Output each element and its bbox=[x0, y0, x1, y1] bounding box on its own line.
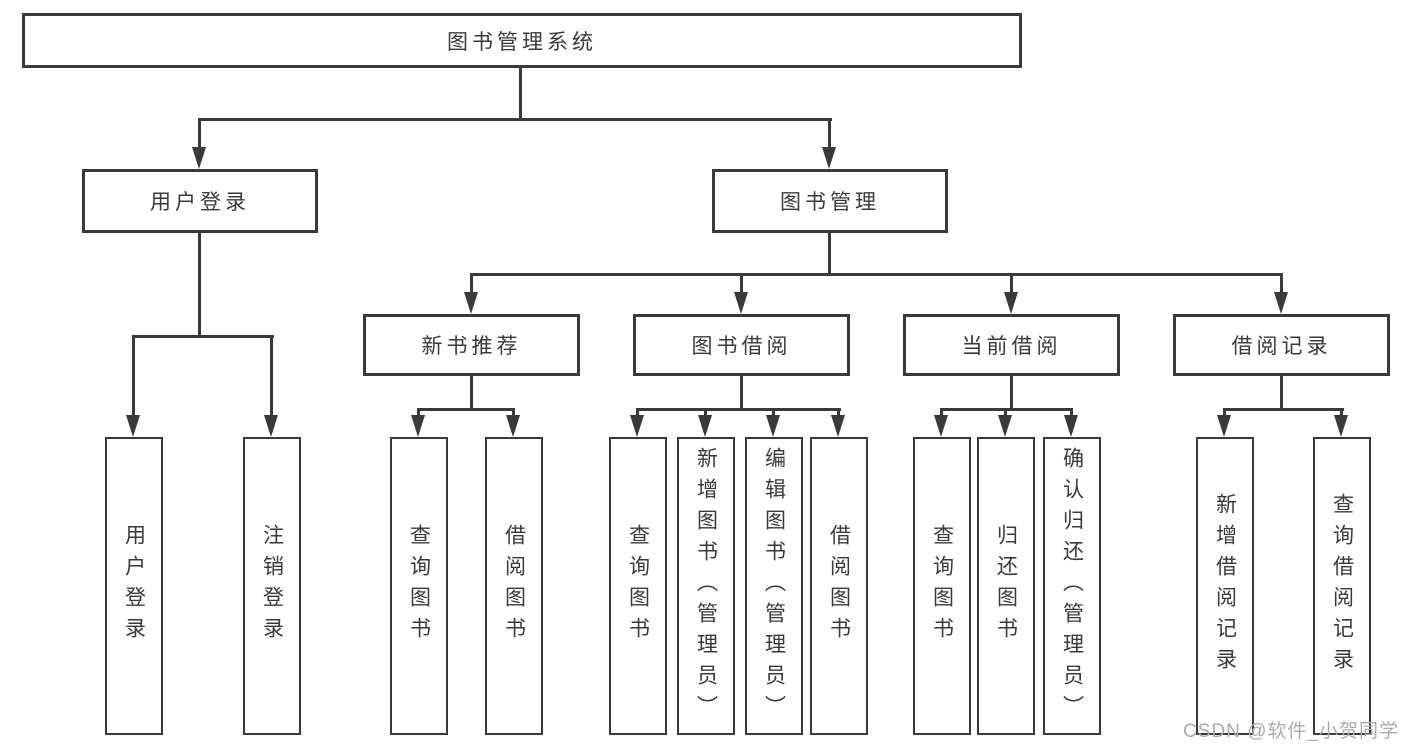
leaf-query-books-1: 查询图书 bbox=[390, 437, 448, 735]
connector-borrow-records-trunk bbox=[1280, 376, 1283, 408]
arrow-to-leaf-query-books-3 bbox=[934, 408, 948, 437]
leaf-borrow-books-2: 借阅图书 bbox=[810, 437, 868, 735]
leaf-label: 查询图书 bbox=[407, 524, 431, 648]
arrow-to-leaf-user-login bbox=[126, 335, 140, 437]
leaf-borrow-books-1: 借阅图书 bbox=[485, 437, 543, 735]
leaf-label: 查询图书 bbox=[626, 524, 650, 648]
leaf-query-books-3: 查询图书 bbox=[913, 437, 971, 735]
leaf-logout: 注销登录 bbox=[243, 437, 301, 735]
arrow-to-leaf-borrow-books-1 bbox=[506, 408, 520, 437]
leaf-label: 归还图书 bbox=[994, 524, 1018, 648]
connector-book-mgmt-branch bbox=[470, 273, 1283, 276]
leaf-confirm-return-admin: 确认归还（管理员） bbox=[1043, 437, 1101, 735]
arrow-to-leaf-query-books-2 bbox=[630, 408, 644, 437]
arrow-to-current-borrow bbox=[1004, 273, 1018, 314]
node-label: 当前借阅 bbox=[961, 335, 1062, 358]
node-label: 新书推荐 bbox=[421, 335, 522, 358]
leaf-user-login: 用户登录 bbox=[105, 437, 163, 735]
node-library-management-system: 图书管理系统 bbox=[22, 13, 1022, 68]
connector-root-trunk bbox=[519, 68, 522, 118]
leaf-label: 借阅图书 bbox=[502, 524, 526, 648]
leaf-query-books-2: 查询图书 bbox=[609, 437, 667, 735]
arrow-to-borrow-records bbox=[1274, 273, 1288, 314]
node-label: 图书管理 bbox=[780, 191, 880, 214]
arrow-to-book-borrow bbox=[734, 273, 748, 314]
node-label: 借阅记录 bbox=[1231, 335, 1332, 358]
arrow-to-leaf-query-record bbox=[1334, 408, 1348, 437]
connector-borrow-records-branch bbox=[1223, 408, 1344, 411]
connector-book-mgmt-trunk bbox=[828, 233, 831, 273]
arrow-to-leaf-borrow-books-2 bbox=[831, 408, 845, 437]
connector-current-borrow-trunk bbox=[1010, 376, 1013, 408]
connector-new-books-branch bbox=[417, 408, 515, 411]
leaf-label: 借阅图书 bbox=[827, 524, 851, 648]
arrow-to-new-books bbox=[464, 273, 478, 314]
node-label: 图书借阅 bbox=[691, 335, 792, 358]
arrow-to-leaf-add-record bbox=[1217, 408, 1231, 437]
arrow-to-leaf-edit-books bbox=[766, 408, 780, 437]
connector-book-borrow-trunk bbox=[740, 376, 743, 408]
leaf-label: 查询图书 bbox=[930, 524, 954, 648]
node-label: 用户登录 bbox=[150, 191, 250, 214]
leaf-edit-books-admin: 编辑图书（管理员） bbox=[745, 437, 803, 735]
connector-book-borrow-branch bbox=[636, 408, 841, 411]
arrow-to-leaf-add-books bbox=[698, 408, 712, 437]
node-label: 图书管理系统 bbox=[447, 30, 597, 54]
node-book-borrowing: 图书借阅 bbox=[633, 314, 850, 376]
watermark: CSDN @软件_小贺同学 bbox=[1183, 721, 1399, 742]
arrow-to-leaf-confirm-return bbox=[1064, 408, 1078, 437]
connector-user-login-trunk bbox=[198, 233, 201, 335]
leaf-return-books: 归还图书 bbox=[977, 437, 1035, 735]
arrow-to-user-login bbox=[192, 118, 206, 169]
leaf-label: 用户登录 bbox=[122, 524, 146, 648]
connector-new-books-trunk bbox=[470, 376, 473, 408]
leaf-label: 确认归还（管理员） bbox=[1060, 446, 1084, 726]
arrow-to-leaf-query-books-1 bbox=[411, 408, 425, 437]
arrow-to-leaf-return-books bbox=[998, 408, 1012, 437]
leaf-query-borrow-record: 查询借阅记录 bbox=[1313, 437, 1371, 735]
arrow-to-leaf-logout bbox=[264, 335, 278, 437]
node-current-borrowing: 当前借阅 bbox=[903, 314, 1120, 376]
node-new-book-recommend: 新书推荐 bbox=[363, 314, 580, 376]
arrow-to-book-management bbox=[822, 118, 836, 169]
leaf-label: 新增图书（管理员） bbox=[694, 446, 718, 726]
connector-user-login-branch bbox=[132, 335, 274, 338]
leaf-label: 查询借阅记录 bbox=[1330, 493, 1354, 679]
node-book-management: 图书管理 bbox=[712, 169, 948, 233]
node-user-login: 用户登录 bbox=[82, 169, 318, 233]
leaf-add-books-admin: 新增图书（管理员） bbox=[677, 437, 735, 735]
leaf-label: 新增借阅记录 bbox=[1213, 493, 1237, 679]
node-borrowing-records: 借阅记录 bbox=[1173, 314, 1390, 376]
leaf-add-borrow-record: 新增借阅记录 bbox=[1196, 437, 1254, 735]
connector-root-branch bbox=[198, 118, 832, 121]
leaf-label: 注销登录 bbox=[260, 524, 284, 648]
leaf-label: 编辑图书（管理员） bbox=[762, 446, 786, 726]
